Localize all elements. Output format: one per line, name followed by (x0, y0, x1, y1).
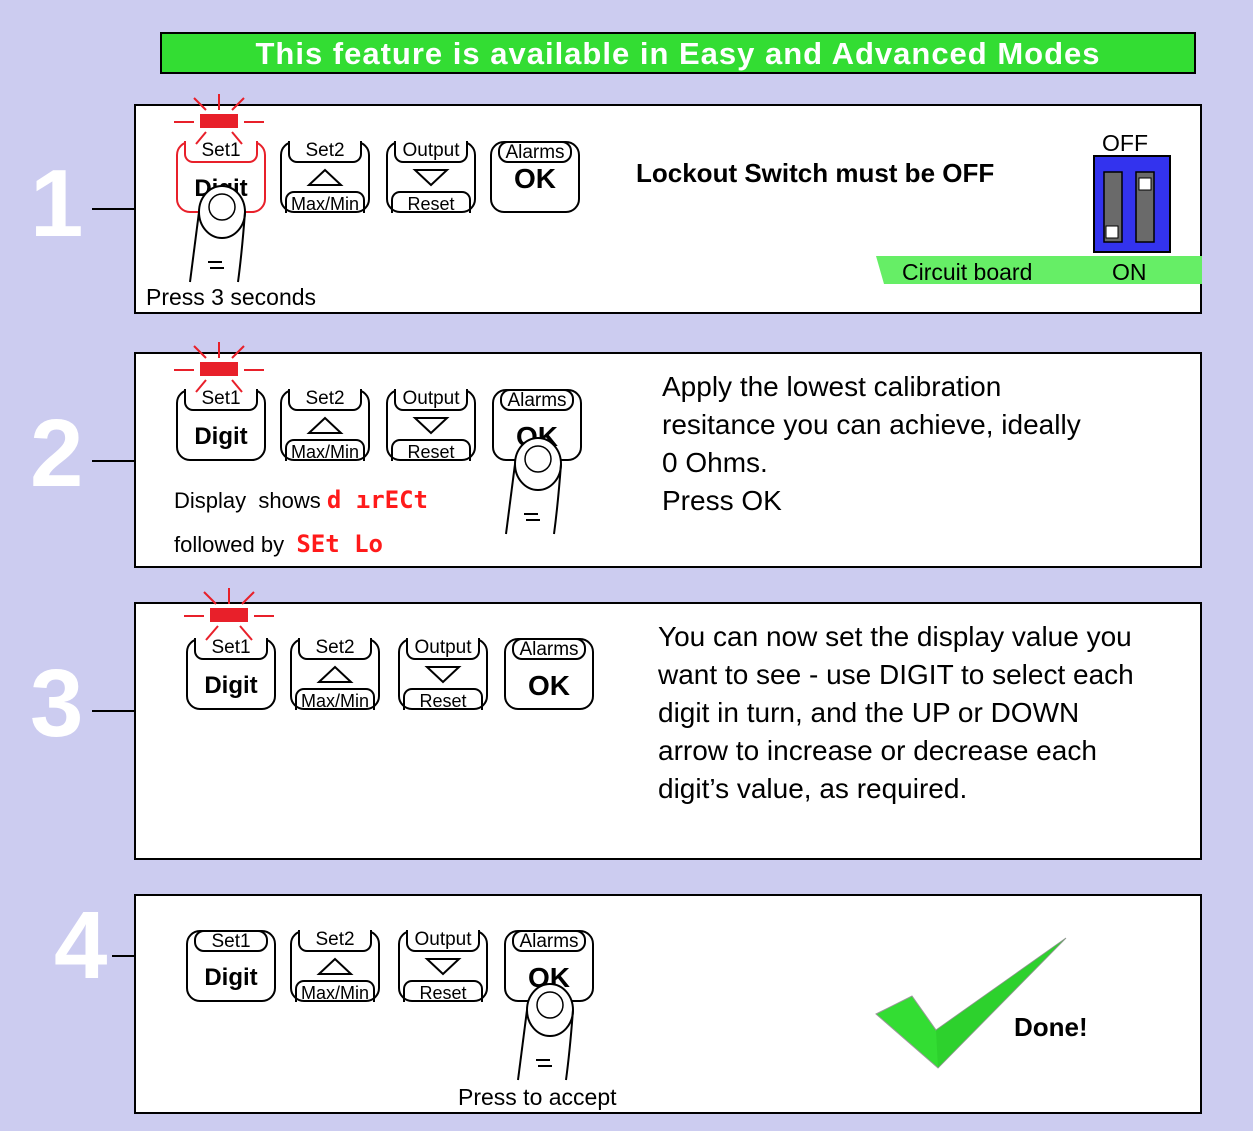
instruction-line: resitance you can achieve, ideally (662, 409, 1081, 440)
step-3-panel: Set1 Digit Set2 Max/Min Output Reset Ala… (134, 588, 1202, 860)
set2-label: Set2 (288, 141, 362, 163)
down-arrow-icon (412, 417, 450, 435)
instruction-line: digit in turn, and the UP or DOWN (658, 697, 1080, 728)
finger-press-icon (505, 437, 562, 535)
checkmark-icon (875, 937, 1067, 1069)
digit-button[interactable]: Set1 Digit (186, 930, 276, 1002)
output-label: Output (394, 389, 468, 411)
ok-button[interactable]: Alarms OK (504, 638, 594, 710)
output-label: Output (394, 141, 468, 163)
ok-label: OK (514, 163, 556, 194)
done-label: Done! (1014, 1012, 1088, 1042)
ok-label: OK (528, 670, 570, 701)
switch-off-label: OFF (1102, 130, 1148, 156)
set2-button[interactable]: Set2 Max/Min (290, 930, 380, 1003)
step-2-instruction: Apply the lowest calibration resitance y… (662, 368, 1081, 520)
step-4-panel: Set1 Digit Set2 Max/Min Output Reset Ala… (134, 894, 1202, 1114)
down-arrow-icon (424, 666, 462, 684)
output-button[interactable]: Output Reset (386, 389, 476, 462)
switch-on-label: ON (1112, 259, 1147, 285)
instruction-line: Press OK (662, 485, 782, 516)
step-number-2: 2 (30, 400, 84, 507)
followed-by-label: followed by SEt Lo (174, 530, 383, 558)
step-1-panel: Set1 Digit Set2 Max/Min Output Reset Ala… (134, 94, 1202, 314)
alarms-label: Alarms (498, 141, 572, 163)
set2-label: Set2 (298, 930, 372, 952)
alarms-label: Alarms (512, 638, 586, 660)
led-flash-icon (184, 588, 274, 641)
set1-label: Set1 (184, 389, 258, 411)
alarms-label: Alarms (512, 930, 586, 952)
set2-button[interactable]: Set2 Max/Min (290, 638, 380, 711)
reset-label: Reset (403, 688, 483, 711)
lockout-instruction: Lockout Switch must be OFF (636, 158, 995, 188)
press-3-seconds-caption: Press 3 seconds (146, 284, 317, 310)
reset-label: Reset (403, 980, 483, 1003)
reset-label: Reset (391, 191, 471, 214)
finger-press-icon (189, 185, 246, 283)
down-arrow-icon (424, 958, 462, 976)
led-flash-icon (174, 94, 264, 145)
step-number-1: 1 (30, 150, 84, 257)
setlo-display-code: SEt Lo (296, 530, 384, 558)
output-button[interactable]: Output Reset (398, 638, 488, 711)
step-2-leader (92, 460, 136, 462)
circuit-board-label: Circuit board (902, 259, 1033, 285)
set1-label: Set1 (184, 141, 258, 163)
digit-button[interactable]: Set1 Digit (176, 389, 266, 461)
circuit-board-strip (876, 256, 1202, 284)
maxmin-label: Max/Min (295, 980, 375, 1003)
led-flash-icon (174, 342, 264, 393)
step-1-leader (92, 208, 136, 210)
followed-by-text: followed by (174, 532, 285, 557)
instruction-line: digit’s value, as required. (658, 773, 968, 804)
step-number-3: 3 (30, 650, 84, 757)
set2-button[interactable]: Set2 Max/Min (280, 389, 370, 462)
set2-label: Set2 (288, 389, 362, 411)
maxmin-label: Max/Min (285, 191, 365, 214)
set2-label: Set2 (298, 638, 372, 660)
digit-button[interactable]: Set1 Digit (186, 638, 276, 710)
step-4-leader (112, 955, 136, 957)
step-3-leader (92, 710, 136, 712)
output-button[interactable]: Output Reset (386, 141, 476, 214)
maxmin-label: Max/Min (285, 439, 365, 462)
up-arrow-icon (306, 416, 344, 434)
dip-switch-icon (1093, 155, 1171, 253)
digit-label: Digit (204, 964, 258, 991)
step-number-4: 4 (54, 892, 108, 999)
digit-label: Digit (204, 672, 258, 699)
instruction-line: 0 Ohms. (662, 447, 768, 478)
display-shows-label: Display shows d ırECt (174, 486, 428, 514)
display-shows-text: Display shows (174, 488, 321, 513)
alarms-label: Alarms (500, 389, 574, 411)
instruction-line: Apply the lowest calibration (662, 371, 1002, 402)
output-label: Output (406, 638, 480, 660)
output-label: Output (406, 930, 480, 952)
maxmin-label: Max/Min (295, 688, 375, 711)
set1-label: Set1 (194, 930, 268, 952)
digit-label: Digit (194, 423, 248, 450)
instruction-line: You can now set the display value you (658, 621, 1132, 652)
instruction-line: want to see - use DIGIT to select each (658, 659, 1134, 690)
step-2-panel: Set1 Digit Set2 Max/Min Output Reset Ala… (134, 342, 1202, 568)
set1-label: Set1 (194, 638, 268, 660)
press-to-accept-caption: Press to accept (458, 1084, 617, 1110)
step-3-instruction: You can now set the display value you wa… (658, 618, 1134, 808)
up-arrow-icon (306, 168, 344, 186)
instruction-line: arrow to increase or decrease each (658, 735, 1097, 766)
up-arrow-icon (316, 665, 354, 683)
reset-label: Reset (391, 439, 471, 462)
mode-banner: This feature is available in Easy and Ad… (160, 32, 1196, 74)
finger-press-icon (517, 983, 574, 1081)
down-arrow-icon (412, 169, 450, 187)
direct-display-code: d ırECt (326, 486, 428, 514)
set2-button[interactable]: Set2 Max/Min (280, 141, 370, 214)
ok-button[interactable]: Alarms OK (490, 141, 580, 213)
up-arrow-icon (316, 957, 354, 975)
output-button[interactable]: Output Reset (398, 930, 488, 1003)
